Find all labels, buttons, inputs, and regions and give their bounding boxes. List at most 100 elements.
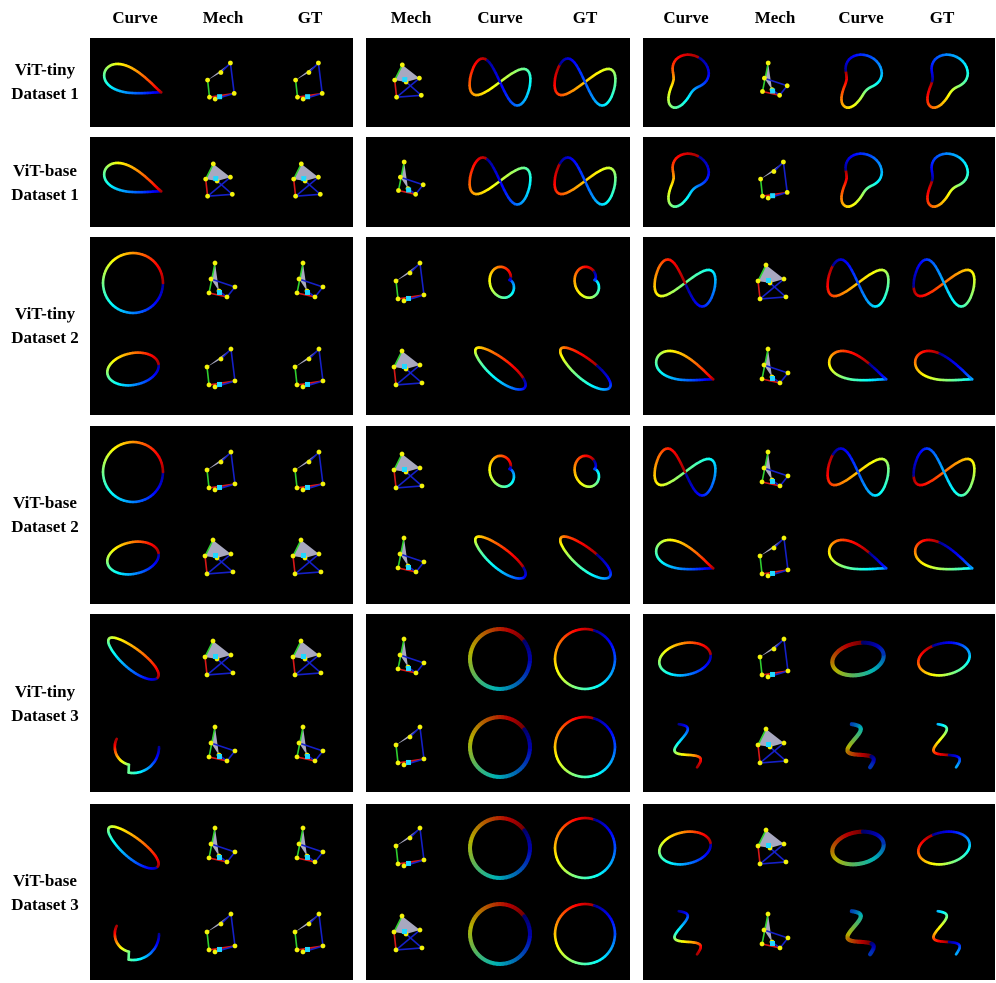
linkage-mechanism-r3-1-b1-c2 <box>206 260 238 300</box>
coupler-curve-r1-1-b1-c1 <box>102 62 163 95</box>
row-label-1: ViT-tiny Dataset 1 <box>0 58 90 106</box>
row-label-model: ViT-base <box>13 871 77 890</box>
coupler-curve-r1-1-b2-c2 <box>468 57 532 107</box>
row-label-model: ViT-tiny <box>14 682 76 701</box>
coupler-curve-r2-1-b1-c1 <box>102 161 163 194</box>
linkage-mechanism-r5-2-b1-c3 <box>294 724 326 764</box>
coupler-curve-r3-2-b3-c3 <box>827 349 888 382</box>
linkage-mechanism-r3-2-b3-c2 <box>759 346 791 386</box>
coupler-curve-r4-1-b3-c3 <box>826 447 890 497</box>
coupler-curve-r3-1-b2-c2 <box>488 265 516 300</box>
coupler-curve-r6-2-b3-c4 <box>932 909 962 956</box>
linkage-mechanism-r3-1-b3-c2 <box>755 262 789 302</box>
coupler-curve-r6-1-b3-c1 <box>657 830 713 866</box>
linkage-mechanism-r2-1-b2-c1 <box>396 159 426 197</box>
coupler-curve-r5-2-b1-c1 <box>113 737 161 775</box>
coupler-curve-r6-2-b3-c3 <box>845 909 876 957</box>
coupler-curve-r6-2-b3-c1 <box>673 909 703 956</box>
panel-r6-c2 <box>366 804 630 980</box>
linkage-mechanism-r1-1-b3-c2 <box>760 60 790 98</box>
linkage-mechanism-r4-2-b2-c1 <box>395 535 427 575</box>
linkage-mechanism-r1-1-b1-c2 <box>205 60 237 102</box>
coupler-curve-r5-2-b3-c3 <box>845 722 876 770</box>
col-header-curve-4: Curve <box>838 8 884 27</box>
coupler-curve-r6-1-b3-c4 <box>916 830 972 866</box>
linkage-mechanism-r5-1-b2-c1 <box>395 636 427 676</box>
coupler-curve-r2-1-b3-c1 <box>667 152 711 208</box>
linkage-mechanism-r4-1-b1-c3 <box>292 449 326 493</box>
linkage-mechanism-r6-2-b1-c3 <box>292 911 326 955</box>
coupler-curve-r5-2-b3-c1 <box>673 722 703 769</box>
coupler-curve-r3-1-b1-c1 <box>101 251 165 315</box>
coupler-curve-r5-1-b3-c3 <box>830 640 886 678</box>
coupler-curve-r5-1-b1-c1 <box>107 636 160 681</box>
linkage-mechanism-r5-2-b1-c2 <box>206 724 238 764</box>
row-label-dataset: Dataset 3 <box>11 706 79 725</box>
linkage-mechanism-r6-1-b2-c1 <box>393 825 427 869</box>
col-header-mech-1: Mech <box>202 8 244 27</box>
coupler-curve-r6-2-b1-c1 <box>113 924 161 962</box>
col-header-mech-3: Mech <box>754 8 796 27</box>
coupler-curve-r3-1-b3-c1 <box>653 258 717 308</box>
panel-r2-c1 <box>90 137 353 227</box>
linkage-mechanism-r4-1-b3-c2 <box>759 449 791 489</box>
linkage-mechanism-r1-1-b2-c1 <box>392 62 424 100</box>
linkage-mechanism-r3-2-b1-c3 <box>292 346 326 390</box>
coupler-curve-r2-1-b3-c4 <box>926 152 970 208</box>
coupler-curve-r2-1-b2-c3 <box>553 156 617 206</box>
linkage-mechanism-r4-1-b2-c1 <box>391 451 425 491</box>
coupler-curve-r1-1-b3-c3 <box>840 53 884 109</box>
linkage-mechanism-r6-1-b1-c2 <box>206 825 238 865</box>
row-label-dataset: Dataset 1 <box>11 84 79 103</box>
coupler-curve-r6-2-b2-c3 <box>553 902 617 966</box>
row-label-5: ViT-tiny Dataset 3 <box>0 680 90 728</box>
col-header-curve-1: Curve <box>112 8 158 27</box>
linkage-mechanism-r6-2-b3-c2 <box>759 911 791 951</box>
col-header-curve-2: Curve <box>477 8 523 27</box>
row-label-dataset: Dataset 2 <box>11 328 79 347</box>
row-label-6: ViT-base Dataset 3 <box>0 869 90 917</box>
coupler-curve-r4-2-b2-c3 <box>558 535 612 580</box>
linkage-mechanism-r6-2-b2-c1 <box>391 913 425 953</box>
col-header-gt-3: GT <box>929 8 955 27</box>
linkage-mechanism-r3-1-b1-c3 <box>294 260 326 300</box>
linkage-mechanism-r5-1-b3-c2 <box>757 636 791 680</box>
linkage-mechanism-r3-2-b1-c2 <box>204 346 238 390</box>
linkage-mechanism-r5-1-b1-c3 <box>290 638 324 678</box>
coupler-curve-r2-1-b3-c3 <box>840 152 884 208</box>
coupler-curve-r4-1-b2-c2 <box>488 454 516 489</box>
row-label-dataset: Dataset 1 <box>11 185 79 204</box>
row-label-model: ViT-tiny <box>14 304 76 323</box>
linkage-mechanism-r6-1-b1-c3 <box>294 825 326 865</box>
row-label-3: ViT-tiny Dataset 2 <box>0 302 90 350</box>
coupler-curve-r4-2-b1-c1 <box>106 540 160 576</box>
col-header-curve-3: Curve <box>663 8 709 27</box>
row-label-model: ViT-tiny <box>14 60 76 79</box>
coupler-curve-r4-2-b3-c4 <box>913 538 974 571</box>
coupler-curve-r6-1-b2-c3 <box>553 816 617 880</box>
coupler-curve-r6-1-b1-c1 <box>107 825 160 870</box>
row-label-model: ViT-base <box>13 161 77 180</box>
coupler-curve-r3-2-b3-c4 <box>913 349 974 382</box>
coupler-curve-r3-1-b3-c4 <box>912 258 976 308</box>
panel-r1-c1 <box>90 38 353 127</box>
linkage-mechanism-r3-1-b2-c1 <box>393 260 427 304</box>
linkage-mechanism-r5-1-b1-c2 <box>202 638 236 678</box>
panel-r1-c3 <box>643 38 995 127</box>
panel-r5-c1 <box>90 614 353 792</box>
coupler-curve-r6-1-b3-c3 <box>830 829 886 867</box>
coupler-curve-r4-2-b3-c1 <box>654 538 715 571</box>
linkage-mechanism-r2-1-b1-c2 <box>203 161 235 199</box>
linkage-mechanism-r4-1-b1-c2 <box>204 449 238 493</box>
row-label-dataset: Dataset 2 <box>11 517 79 536</box>
coupler-curve-r5-2-b3-c4 <box>932 722 962 769</box>
coupler-curve-r1-1-b3-c1 <box>667 53 711 109</box>
coupler-curve-r5-1-b3-c4 <box>916 641 972 677</box>
coupler-curve-r5-1-b2-c2 <box>468 627 532 691</box>
linkage-mechanism-r2-1-b1-c3 <box>291 161 323 199</box>
coupler-curve-r3-2-b3-c1 <box>654 349 715 382</box>
coupler-curve-r3-2-b2-c3 <box>558 346 612 391</box>
col-header-gt-1: GT <box>297 8 323 27</box>
coupler-curve-r5-1-b2-c3 <box>553 627 617 691</box>
